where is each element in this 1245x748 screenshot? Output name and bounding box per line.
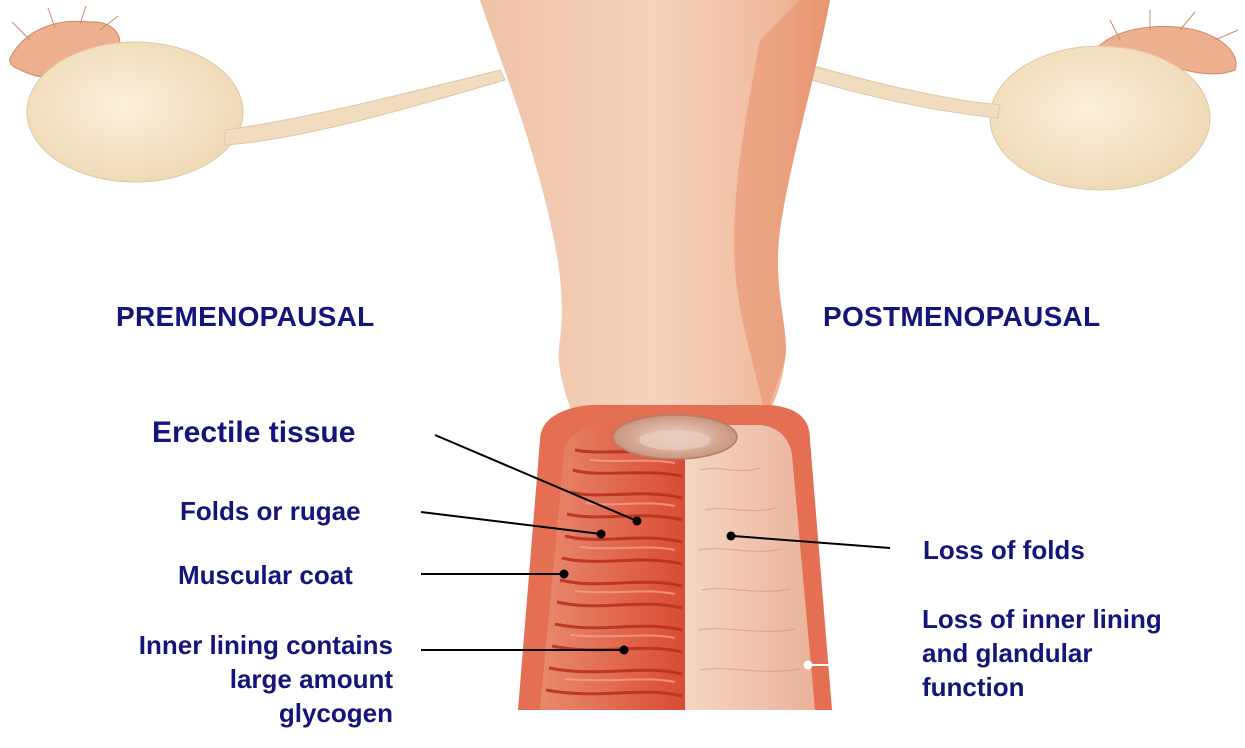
loss-lining-line-1: Loss of inner lining — [922, 602, 1162, 636]
loss-of-inner-lining-label: Loss of inner lining and glandular funct… — [922, 602, 1162, 704]
muscular-coat-label: Muscular coat — [178, 558, 353, 592]
loss-of-folds-label: Loss of folds — [923, 533, 1085, 567]
loss-lining-line-2: and glandular — [922, 636, 1162, 670]
right-ovary — [990, 46, 1210, 190]
left-ligament — [225, 70, 505, 145]
loss-lining-line-3: function — [922, 670, 1162, 704]
inner-lining-line-2: large amount — [80, 662, 393, 696]
inner-lining-line-1: Inner lining contains — [80, 628, 393, 662]
premenopausal-heading: PREMENOPAUSAL — [116, 300, 375, 334]
right-ligament — [795, 62, 1000, 118]
inner-lining-line-3: glycogen — [80, 696, 393, 730]
folds-or-rugae-label: Folds or rugae — [180, 494, 361, 528]
inner-lining-glycogen-label: Inner lining contains large amount glyco… — [80, 628, 393, 730]
postmenopausal-heading: POSTMENOPAUSAL — [823, 300, 1100, 334]
erectile-tissue-label: Erectile tissue — [152, 416, 355, 450]
left-ovary — [27, 42, 243, 182]
